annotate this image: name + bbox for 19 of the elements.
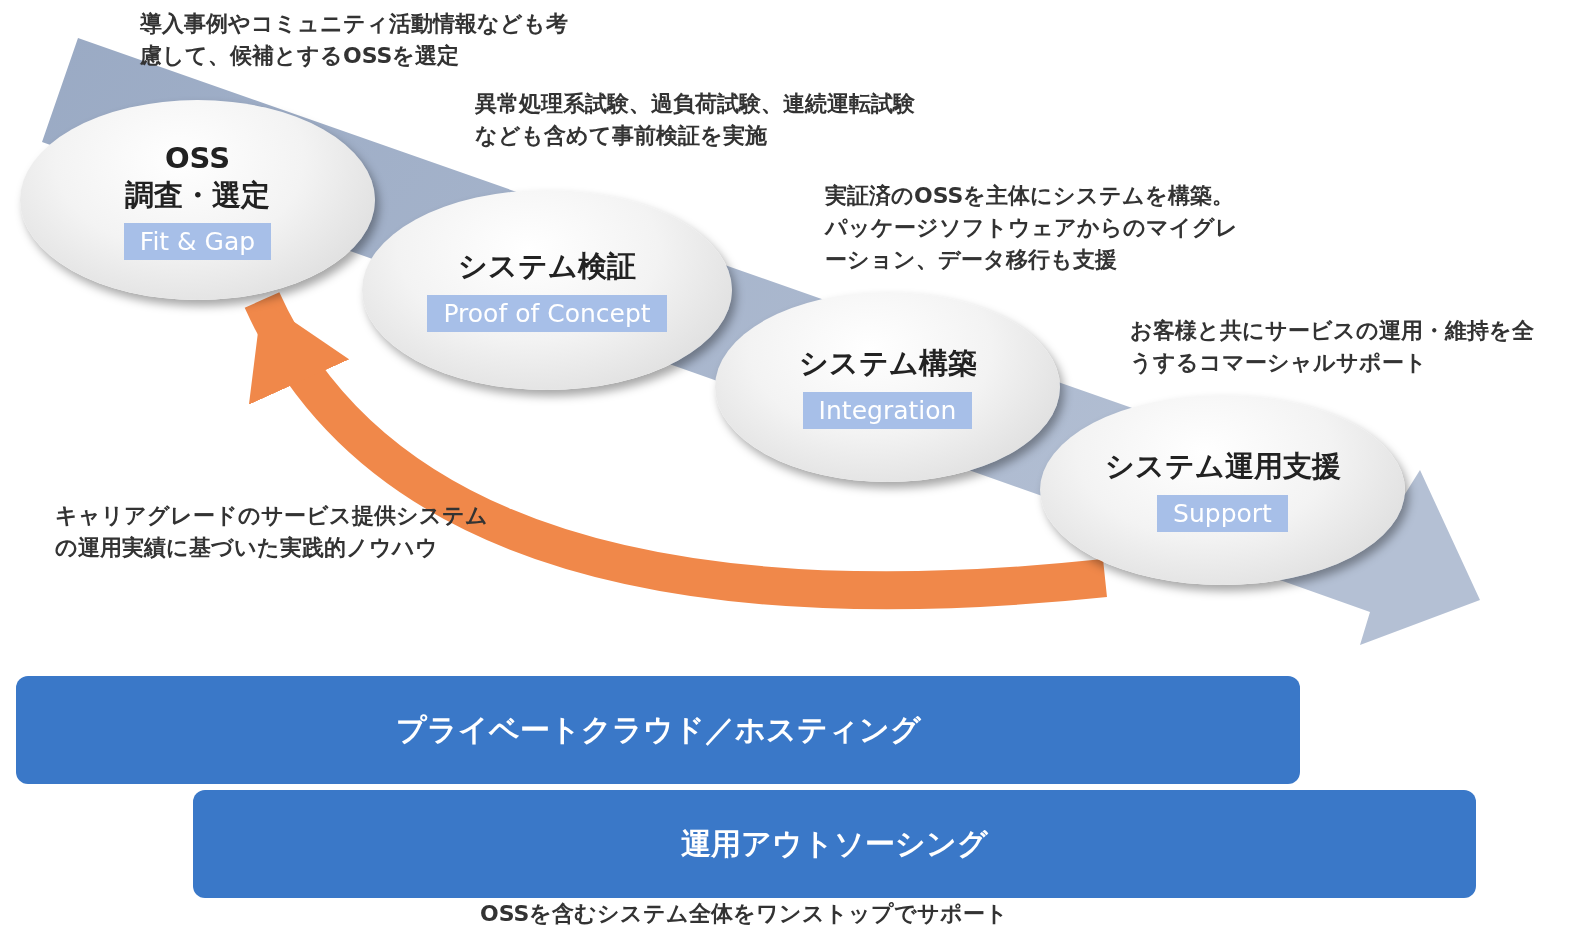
step-tag: Proof of Concept [427, 294, 667, 332]
curved-arrow [245, 290, 1107, 610]
service-bar [193, 790, 1476, 898]
step-title: OSS 調査・選定 [124, 140, 271, 213]
step-tag: Integration [802, 391, 973, 429]
step-tag: Support [1157, 494, 1288, 532]
service-bar [16, 676, 1300, 784]
step-title: システム構築 [798, 345, 977, 382]
step-description: お客様と共にサービスの運用・維持を全うするコマーシャルサポート [1130, 317, 1535, 377]
bar-label: 運用アウトソーシング [681, 824, 988, 863]
note-text: キャリアグレードのサービス提供システムの運用実績に基づいた実践的ノウハウ [55, 502, 489, 562]
step-description: 実証済のOSSを主体にシステムを構築。パッケージソフトウェアからのマイグレーション、データ移行も支援 [825, 182, 1239, 274]
step-description: 導入事例やコミュニティ活動情報なども考慮して、候補とするOSSを選定 [140, 10, 569, 70]
step-description: OSSを含むシステム全体をワンストップでサポート [480, 900, 1010, 928]
step-title: システム運用支援 [1104, 448, 1341, 485]
bar-label: プライベートクラウド／ホスティング [395, 710, 921, 749]
step-title: システム検証 [458, 248, 636, 285]
step-tag: Fit & Gap [123, 222, 272, 260]
step-description: 異常処理系試験、過負荷試験、連続運転試験なども含めて事前検証を実施 [475, 90, 916, 150]
